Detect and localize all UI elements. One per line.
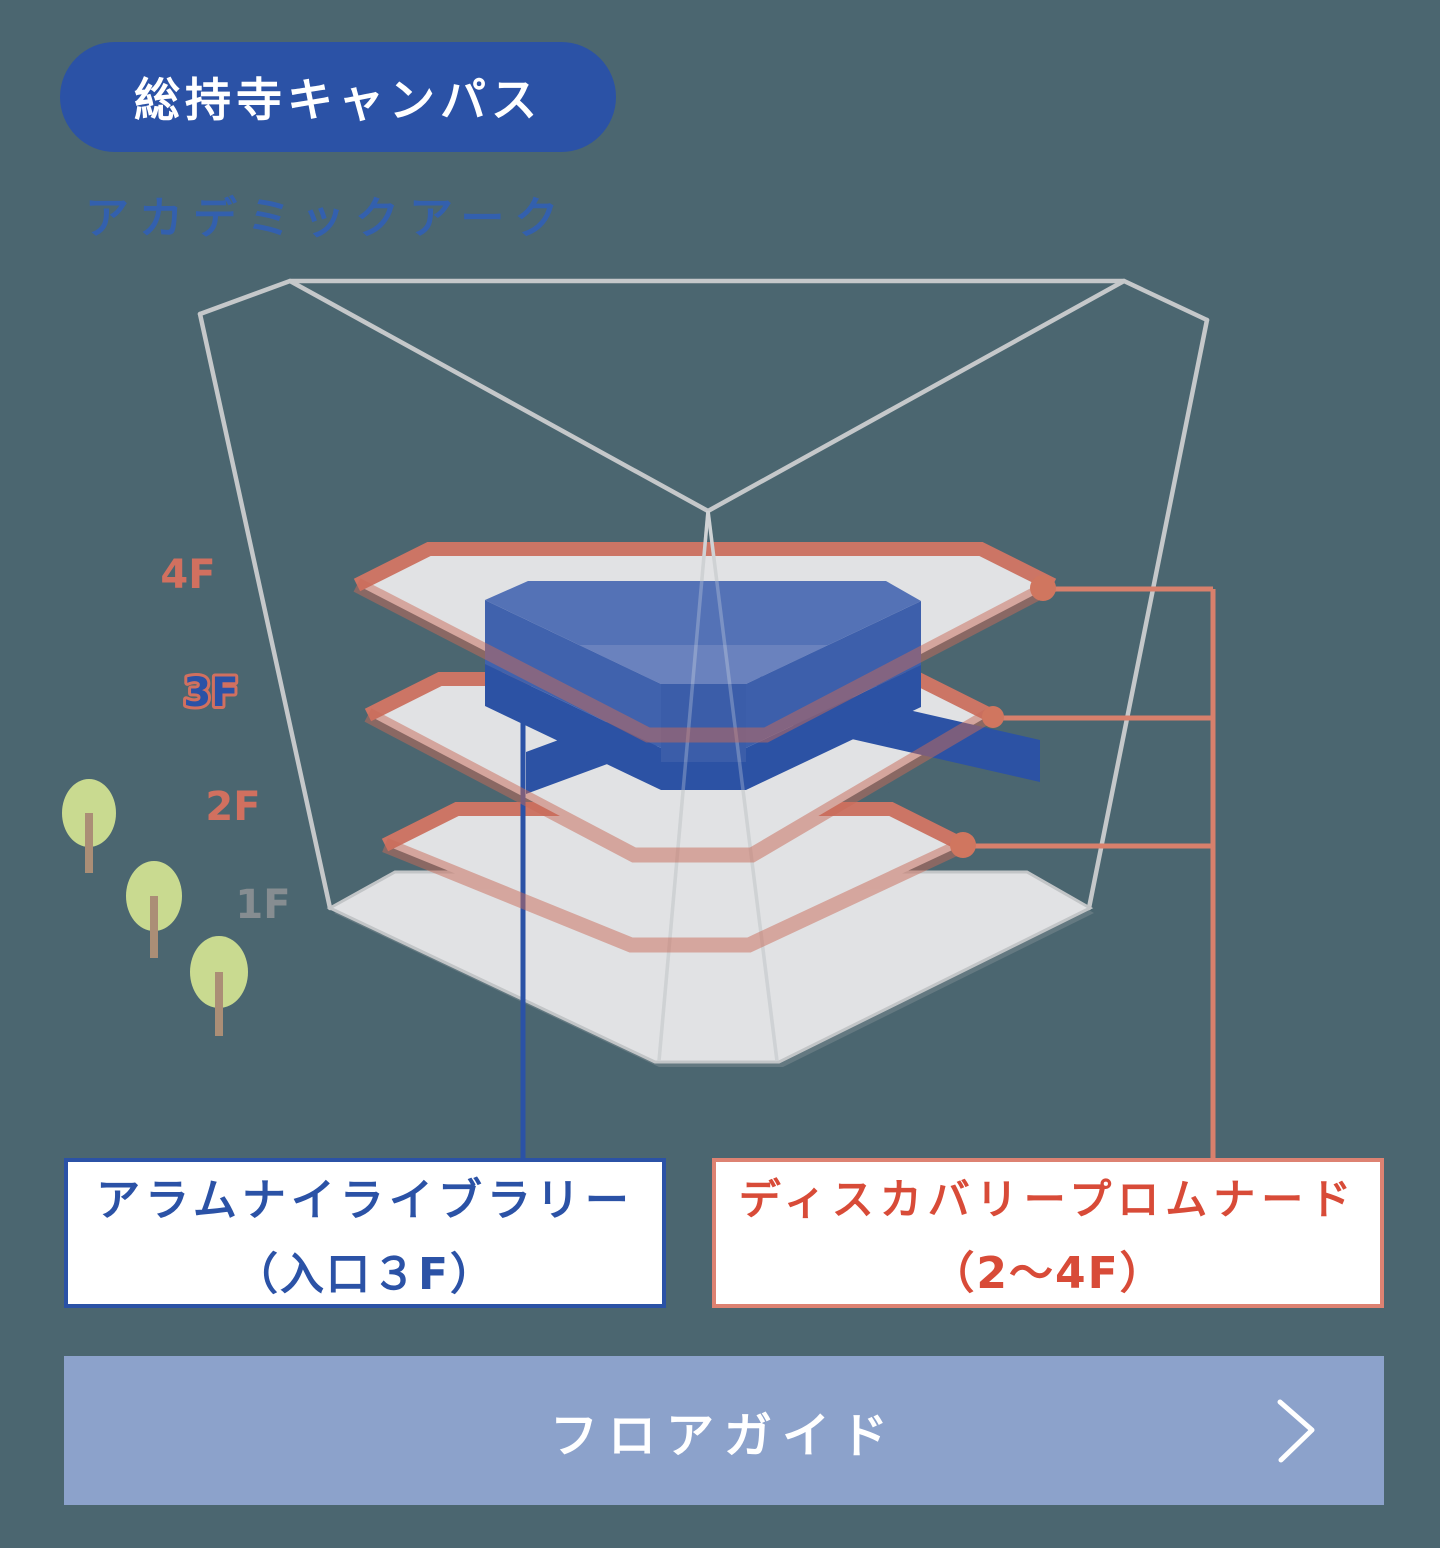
promenade-ring-front-arms [353, 578, 1057, 953]
building-name: アカデミックアーク [85, 193, 569, 244]
wireframe-top-rim [197, 278, 1210, 323]
floor-guide-button[interactable]: フロアガイド [64, 1356, 1384, 1505]
callout-library: アラムナイライブラリー （入口３F） [64, 1158, 666, 1308]
building-top-face [485, 581, 921, 684]
floor-ring-3f-front [364, 708, 994, 863]
campus-badge: 総持寺キャンパス [60, 42, 616, 152]
leader-dot-3f [982, 706, 1004, 728]
building-base-right [746, 665, 921, 790]
floor-ring-4f-front [353, 578, 1057, 743]
wireframe-through-building [657, 510, 779, 1062]
promenade-title: ディスカバリープロムナード [738, 1174, 1358, 1224]
callout-promenade: ディスカバリープロムナード （2〜4F） [712, 1158, 1384, 1308]
floor-labels: 4F 3F 2F 1F [160, 552, 290, 928]
building-base-left [485, 664, 661, 790]
library-title: アラムナイライブラリー [96, 1175, 634, 1226]
tree-icon [126, 861, 182, 958]
wireframe-v-right [705, 278, 1127, 514]
chevron-right-icon [1277, 1399, 1315, 1462]
building-wireframe [197, 278, 1210, 911]
trees [62, 779, 248, 1036]
leader-dot-2f [950, 832, 976, 858]
tree-icon [62, 779, 116, 873]
wireframe-left-edge [197, 311, 333, 911]
wireframe-v-left [287, 278, 711, 514]
building-top-band [579, 645, 828, 684]
wireframe-right-edge [1086, 317, 1210, 911]
library-subtitle: （入口３F） [233, 1249, 497, 1300]
floor-label-4f: 4F [160, 552, 215, 598]
floor-label-1f: 1F [235, 882, 290, 928]
floor-label-2f: 2F [205, 784, 260, 830]
promenade-leader-lines [950, 575, 1216, 1160]
promenade-subtitle: （2〜4F） [930, 1247, 1166, 1299]
building-center-box-base [661, 762, 746, 790]
tree-icon [190, 936, 248, 1036]
floor-guide-label: フロアガイド [549, 1407, 898, 1464]
floor-plate-1f [326, 870, 1094, 1064]
leader-dot-4f [1030, 575, 1056, 601]
floor-ring-2f-front [382, 838, 967, 953]
floor-label-3f: 3F [183, 670, 238, 716]
library-building [485, 581, 1040, 794]
building-front-right [746, 601, 921, 748]
campus-badge-label: 総持寺キャンパス [134, 73, 542, 127]
